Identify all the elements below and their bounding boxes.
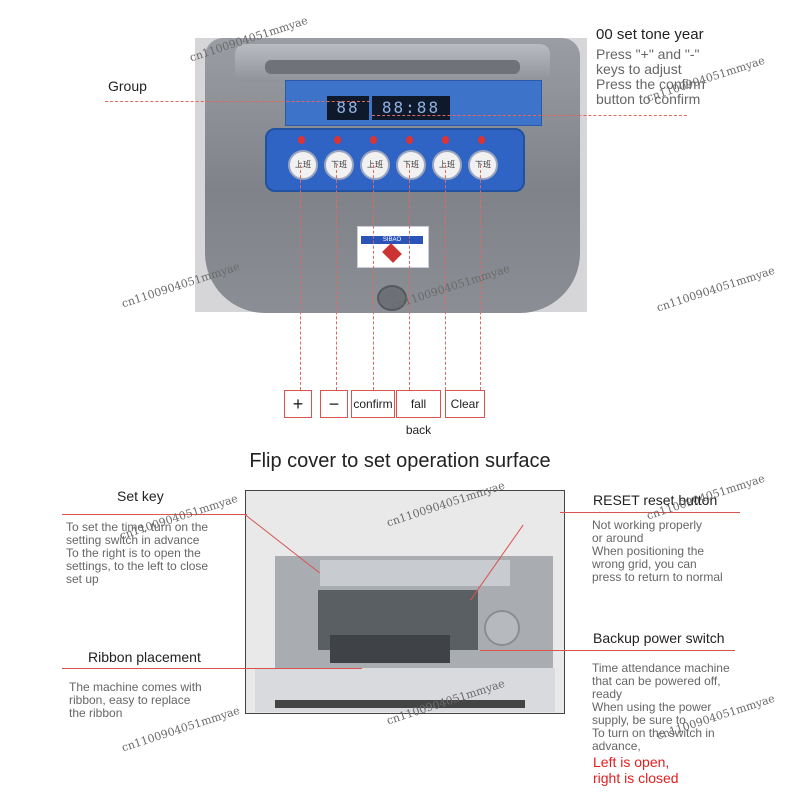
fall-back-key-label: fall back xyxy=(396,390,441,437)
card-slot xyxy=(265,60,520,74)
indicator-led-5 xyxy=(442,136,449,144)
backup-title: Backup power switch xyxy=(593,630,725,646)
ribbon-title: Ribbon placement xyxy=(88,649,201,665)
indicator-led-6 xyxy=(478,136,485,144)
setting-panel-strip xyxy=(320,560,510,586)
minus-callout-line xyxy=(336,165,337,390)
plus-key-label: + xyxy=(284,390,312,418)
ribbon-line xyxy=(62,668,362,669)
clear-key-label: Clear xyxy=(445,390,485,418)
set-key-title: Set key xyxy=(117,488,164,504)
confirm-key-label: confirm xyxy=(351,390,395,418)
section-heading: Flip cover to set operation surface xyxy=(249,450,551,472)
backup-power-switch-knob xyxy=(484,610,520,646)
set-key-line xyxy=(62,514,247,515)
switch-direction-note: Left is open, right is closed xyxy=(593,754,679,786)
minus-key-label: − xyxy=(320,390,348,418)
extra-callout-line xyxy=(480,165,481,390)
key-plus[interactable]: 上班 xyxy=(288,150,318,180)
brand-logo-text: SIBAO xyxy=(361,236,423,244)
set-key-description: To set the time, turn on the setting swi… xyxy=(66,520,209,586)
key-confirm[interactable]: 上班 xyxy=(360,150,390,180)
indicator-led-4 xyxy=(406,136,413,144)
indicator-led-2 xyxy=(334,136,341,144)
lcd-time-display: 88:88 xyxy=(372,96,450,120)
reset-line xyxy=(560,512,740,513)
reset-title: RESET reset button xyxy=(593,492,718,508)
clear-callout-line xyxy=(445,165,446,390)
ribbon-description: The machine comes with ribbon, easy to r… xyxy=(69,680,202,720)
lcd-group-display: 88 xyxy=(327,96,369,120)
indicator-led-1 xyxy=(298,136,305,144)
group-label: Group xyxy=(108,78,147,94)
watermark-5: cn1100904051mmyae xyxy=(655,263,777,315)
lock-icon xyxy=(377,285,407,311)
key-extra[interactable]: 下班 xyxy=(468,150,498,180)
group-callout-line xyxy=(105,101,370,102)
fall-back-callout-line xyxy=(409,165,410,390)
key-fall-back[interactable]: 下班 xyxy=(396,150,426,180)
ribbon-cartridge xyxy=(330,635,450,663)
reset-description: Not working properly or around When posi… xyxy=(592,518,723,584)
setting-title: 00 set tone year xyxy=(596,26,704,43)
key-clear[interactable]: 上班 xyxy=(432,150,462,180)
vent-grill xyxy=(275,700,525,708)
plus-callout-line xyxy=(300,165,301,390)
setting-description: Press "+" and "-" keys to adjust Press t… xyxy=(596,46,705,107)
backup-line xyxy=(480,650,735,651)
confirm-callout-line xyxy=(373,165,374,390)
backup-description: Time attendance machine that can be powe… xyxy=(592,661,730,753)
key-minus[interactable]: 下班 xyxy=(324,150,354,180)
indicator-led-3 xyxy=(370,136,377,144)
setting-callout-line xyxy=(372,115,687,116)
